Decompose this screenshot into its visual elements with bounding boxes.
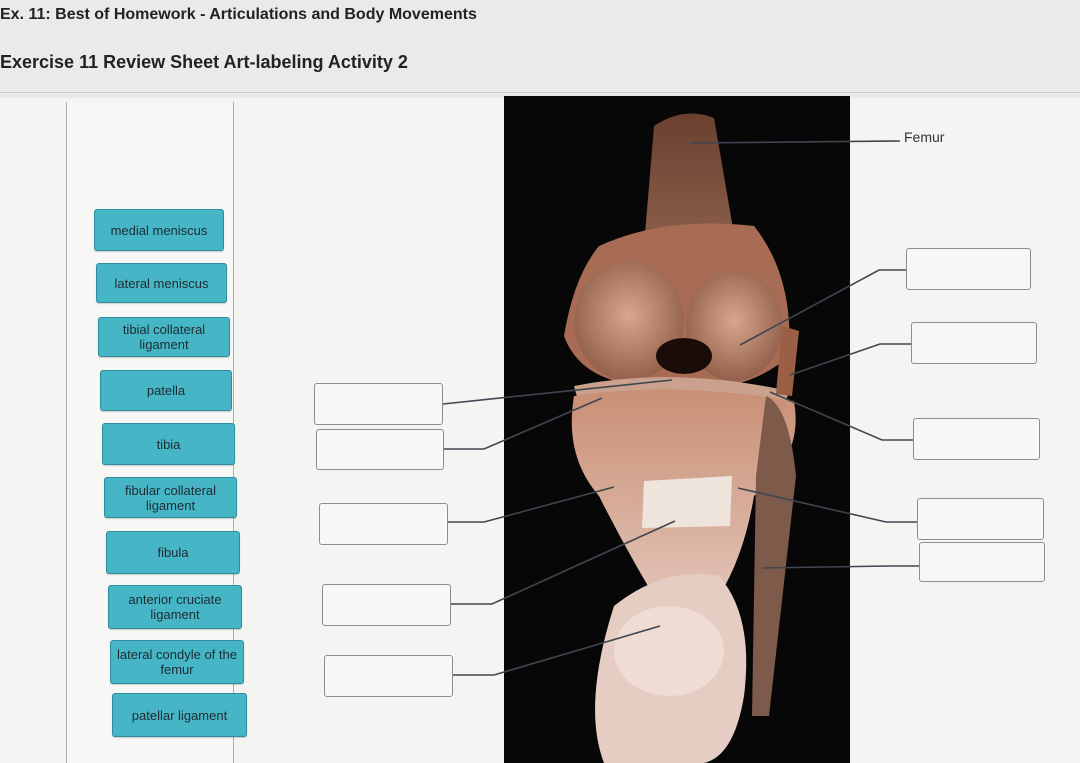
label-chip-anterior-cruciate-ligament[interactable]: anterior cruciate ligament: [108, 585, 242, 629]
activity-title: Exercise 11 Review Sheet Art-labeling Ac…: [0, 52, 408, 72]
header-divider: [0, 92, 1080, 93]
leader-line-left-3: [448, 486, 615, 523]
drop-target-right-5[interactable]: [919, 542, 1045, 582]
label-chip-patellar-ligament[interactable]: patellar ligament: [112, 693, 247, 737]
leader-line-right-4: [737, 487, 917, 523]
knee-joint-photo: [504, 96, 850, 763]
drop-target-left-3[interactable]: [319, 503, 448, 545]
leader-line-left-4: [451, 520, 676, 605]
label-chip-medial-meniscus[interactable]: medial meniscus: [94, 209, 224, 251]
femur-label: Femur: [904, 129, 945, 145]
label-chip-lateral-meniscus[interactable]: lateral meniscus: [96, 263, 227, 303]
leader-line-right-1: [739, 269, 906, 346]
drop-target-right-3[interactable]: [913, 418, 1040, 460]
label-chip-tibial-collateral-ligament[interactable]: tibial collateral ligament: [98, 317, 230, 357]
label-chip-fibular-collateral-ligament[interactable]: fibular collateral ligament: [104, 477, 237, 518]
label-chip-lateral-condyle-of-the-femur[interactable]: lateral condyle of the femur: [110, 640, 244, 684]
leader-line-right-2: [789, 343, 911, 376]
drop-target-right-2[interactable]: [911, 322, 1037, 364]
label-chip-patella[interactable]: patella: [100, 370, 232, 411]
leader-line-left-1: [442, 379, 673, 405]
drop-target-left-2[interactable]: [316, 429, 444, 470]
knee-illustration: [564, 113, 799, 763]
drop-target-left-4[interactable]: [322, 584, 451, 626]
leader-line-left-5: [453, 625, 661, 676]
drop-target-right-1[interactable]: [906, 248, 1031, 290]
leader-line-femur: [689, 140, 901, 144]
drop-target-left-5[interactable]: [324, 655, 453, 697]
page-title: Ex. 11: Best of Homework - Articulations…: [0, 6, 477, 23]
leader-line-left-2: [444, 397, 603, 450]
leader-line-right-3: [769, 391, 913, 441]
label-chip-tibia[interactable]: tibia: [102, 423, 235, 465]
leader-line-right-5: [761, 565, 919, 569]
label-chip-fibula[interactable]: fibula: [106, 531, 240, 574]
drop-target-left-1[interactable]: [314, 383, 443, 425]
drop-target-right-4[interactable]: [917, 498, 1044, 540]
